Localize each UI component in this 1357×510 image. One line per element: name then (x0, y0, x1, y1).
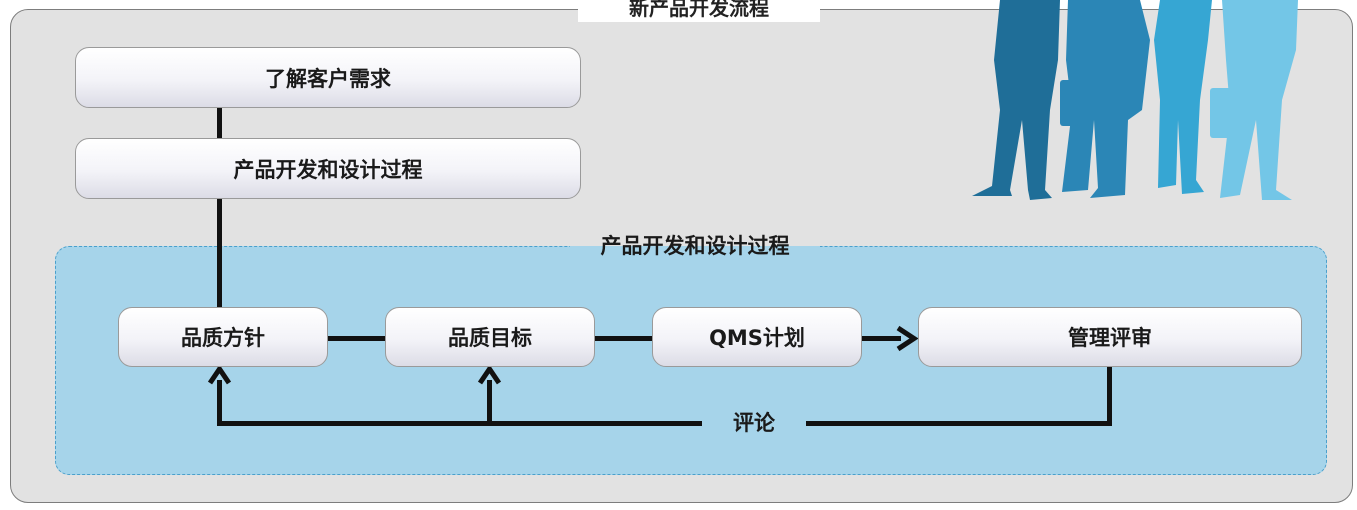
feedback-line-bottom (217, 421, 1112, 426)
step-qms-plan: QMS计划 (652, 307, 862, 367)
zone-title: 产品开发和设计过程 (570, 234, 820, 258)
diagram-title: 新产品开发流程 (578, 0, 820, 22)
connector-qms-review (861, 336, 901, 341)
connector-to-policy (217, 198, 222, 308)
step-design-process-label: 产品开发和设计过程 (233, 157, 423, 182)
step-management-review: 管理评审 (918, 307, 1302, 367)
person-silhouette-4 (1210, 0, 1298, 200)
feedback-line-policy (217, 380, 222, 426)
arrow-up-objective-icon (477, 364, 502, 385)
feedback-label: 评论 (702, 408, 806, 438)
feedback-line-review (1107, 367, 1112, 426)
connector-policy-objective (327, 336, 386, 341)
step-customer-needs-label: 了解客户需求 (265, 66, 391, 91)
person-silhouette-3 (1154, 0, 1212, 194)
person-silhouette-2 (1060, 0, 1150, 198)
step-customer-needs: 了解客户需求 (75, 47, 581, 108)
arrow-up-policy-icon (207, 364, 232, 385)
step-quality-objective-label: 品质目标 (448, 326, 532, 350)
step-quality-policy: 品质方针 (118, 307, 328, 367)
step-qms-plan-label: QMS计划 (709, 326, 805, 350)
feedback-line-objective (487, 380, 492, 426)
step-design-process: 产品开发和设计过程 (75, 138, 581, 199)
connector-top (217, 107, 222, 138)
step-management-review-label: 管理评审 (1068, 326, 1152, 350)
connector-objective-qms (595, 336, 653, 341)
person-silhouette-1 (972, 0, 1060, 200)
step-quality-objective: 品质目标 (385, 307, 595, 367)
step-quality-policy-label: 品质方针 (181, 326, 265, 350)
arrow-to-review-icon (896, 325, 919, 352)
